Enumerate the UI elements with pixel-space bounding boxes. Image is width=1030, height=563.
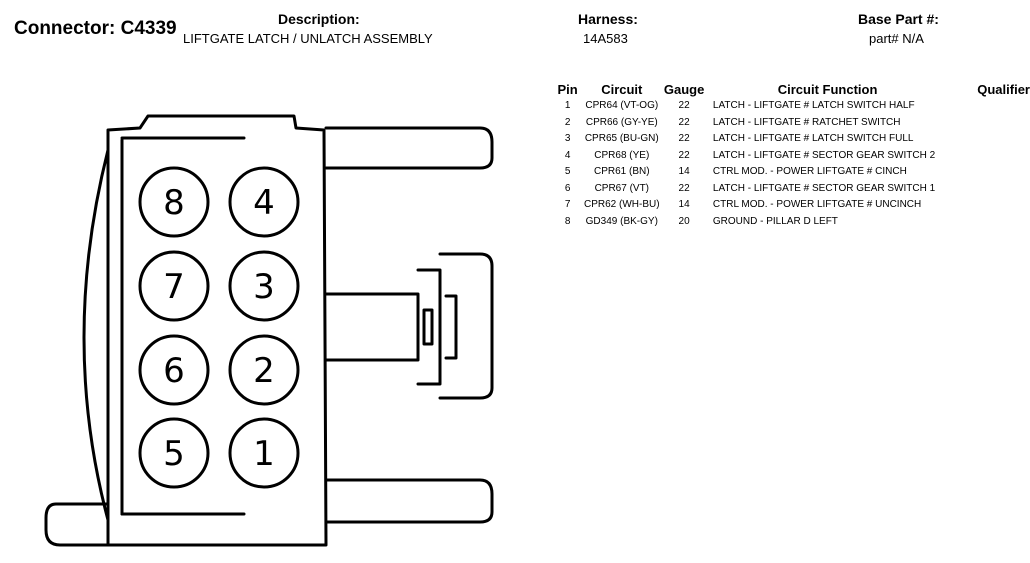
row-gauge: 20 — [678, 215, 690, 227]
pin-cavity-8 — [138, 166, 210, 238]
pin-label-3: 3 — [253, 267, 275, 307]
table-row: 8 GD349 (BK-GY) 20 GROUND - PILLAR D LEF… — [553, 214, 1030, 231]
table-row: 7 CPR62 (WH-BU) 14 CTRL MOD. - POWER LIF… — [553, 197, 1030, 214]
row-pin: 7 — [564, 199, 571, 210]
row-function: CTRL MOD. - POWER LIFTGATE # UNCINCH — [712, 199, 922, 210]
pin-label-7: 7 — [163, 267, 185, 307]
table-row: 6 CPR67 (VT) 22 LATCH - LIFTGATE # SECTO… — [553, 181, 1030, 198]
header-circuit: Circuit — [601, 82, 643, 97]
header-function: Circuit Function — [777, 82, 878, 97]
row-gauge: 22 — [678, 100, 690, 111]
pin-cavity-5 — [138, 417, 210, 489]
header-pin: Pin — [557, 82, 578, 97]
row-circuit: CPR66 (GY-YE) — [585, 116, 658, 128]
table-header-row: Pin Circuit Gauge Circuit Function Quali… — [553, 82, 1030, 98]
row-pin: 8 — [564, 215, 571, 227]
row-qualifier — [948, 214, 1030, 231]
table-row: 1 CPR64 (VT-OG) 22 LATCH - LIFTGATE # LA… — [553, 98, 1030, 115]
connector-title: Connector: C4339 — [14, 18, 177, 39]
housing-shell-outline — [106, 114, 328, 547]
pin-label-4: 4 — [253, 183, 275, 223]
row-gauge: 22 — [678, 116, 690, 128]
left-latch-curve — [82, 148, 110, 522]
row-function: LATCH - LIFTGATE # SECTOR GEAR SWITCH 2 — [712, 149, 936, 161]
row-function: CTRL MOD. - POWER LIFTGATE # CINCH — [712, 166, 907, 177]
row-circuit: CPR67 (VT) — [594, 182, 650, 194]
row-pin: 4 — [564, 149, 571, 161]
row-circuit: CPR68 (YE) — [594, 149, 650, 161]
pin-cavity-3 — [228, 250, 300, 322]
description-value: LIFTGATE LATCH / UNLATCH ASSEMBLY — [183, 31, 433, 46]
row-pin: 2 — [564, 116, 571, 128]
harness-value: 14A583 — [583, 31, 628, 46]
row-qualifier — [948, 148, 1030, 165]
base-part-label: Base Part #: — [858, 11, 939, 27]
row-gauge: 14 — [678, 166, 690, 177]
row-gauge: 22 — [678, 182, 690, 194]
pin-label-6: 6 — [163, 351, 185, 391]
row-gauge: 22 — [678, 133, 690, 144]
lower-arm — [324, 478, 494, 524]
bottom-left-tab — [44, 502, 110, 547]
row-gauge: 22 — [678, 149, 690, 161]
row-pin: 1 — [564, 100, 571, 111]
row-pin: 5 — [564, 166, 571, 177]
row-circuit: CPR61 (BN) — [594, 166, 650, 177]
row-qualifier — [948, 98, 1030, 115]
row-function: LATCH - LIFTGATE # LATCH SWITCH HALF — [712, 100, 915, 111]
pin-label-2: 2 — [253, 351, 275, 391]
description-label: Description: — [278, 11, 360, 27]
row-pin: 3 — [564, 133, 571, 144]
pin-cavity-6 — [138, 334, 210, 406]
latch-head — [416, 268, 442, 386]
row-qualifier — [948, 115, 1030, 132]
row-function: GROUND - PILLAR D LEFT — [712, 215, 838, 227]
row-circuit: GD349 (BK-GY) — [585, 215, 658, 227]
latch-cap — [438, 252, 494, 400]
latch-detail — [444, 294, 458, 360]
pin-label-5: 5 — [163, 434, 185, 474]
table-row: 5 CPR61 (BN) 14 CTRL MOD. - POWER LIFTGA… — [553, 164, 1030, 181]
row-gauge: 14 — [678, 199, 690, 210]
pin-cavity-7 — [138, 250, 210, 322]
pin-cavity-2 — [228, 334, 300, 406]
row-circuit: CPR62 (WH-BU) — [584, 199, 660, 210]
header-qualifier: Qualifier — [977, 82, 1030, 97]
table-row: 3 CPR65 (BU-GN) 22 LATCH - LIFTGATE # LA… — [553, 131, 1030, 148]
harness-label: Harness: — [578, 11, 638, 27]
pin-cavity-4 — [228, 166, 300, 238]
pin-label-8: 8 — [163, 183, 185, 223]
pin-table: Pin Circuit Gauge Circuit Function Quali… — [553, 82, 1030, 230]
row-function: LATCH - LIFTGATE # RATCHET SWITCH — [712, 116, 901, 128]
pin-cavity-1 — [228, 417, 300, 489]
base-part-value: part# N/A — [869, 31, 924, 46]
row-qualifier — [948, 131, 1030, 148]
header-gauge: Gauge — [663, 82, 705, 97]
row-qualifier — [948, 197, 1030, 214]
latch-inner — [422, 308, 434, 346]
table-row: 2 CPR66 (GY-YE) 22 LATCH - LIFTGATE # RA… — [553, 115, 1030, 132]
row-function: LATCH - LIFTGATE # SECTOR GEAR SWITCH 1 — [712, 182, 936, 194]
row-pin: 6 — [564, 182, 571, 194]
pin-label-1: 1 — [253, 434, 275, 474]
connector-face-diagram: 8 4 7 3 6 2 5 1 — [44, 114, 494, 547]
row-circuit: CPR64 (VT-OG) — [585, 100, 659, 111]
latch-stem — [324, 292, 420, 362]
row-qualifier — [948, 164, 1030, 181]
row-function: LATCH - LIFTGATE # LATCH SWITCH FULL — [712, 133, 914, 144]
table-row: 4 CPR68 (YE) 22 LATCH - LIFTGATE # SECTO… — [553, 148, 1030, 165]
row-qualifier — [948, 181, 1030, 198]
row-circuit: CPR65 (BU-GN) — [584, 133, 659, 144]
upper-arm — [324, 126, 494, 170]
